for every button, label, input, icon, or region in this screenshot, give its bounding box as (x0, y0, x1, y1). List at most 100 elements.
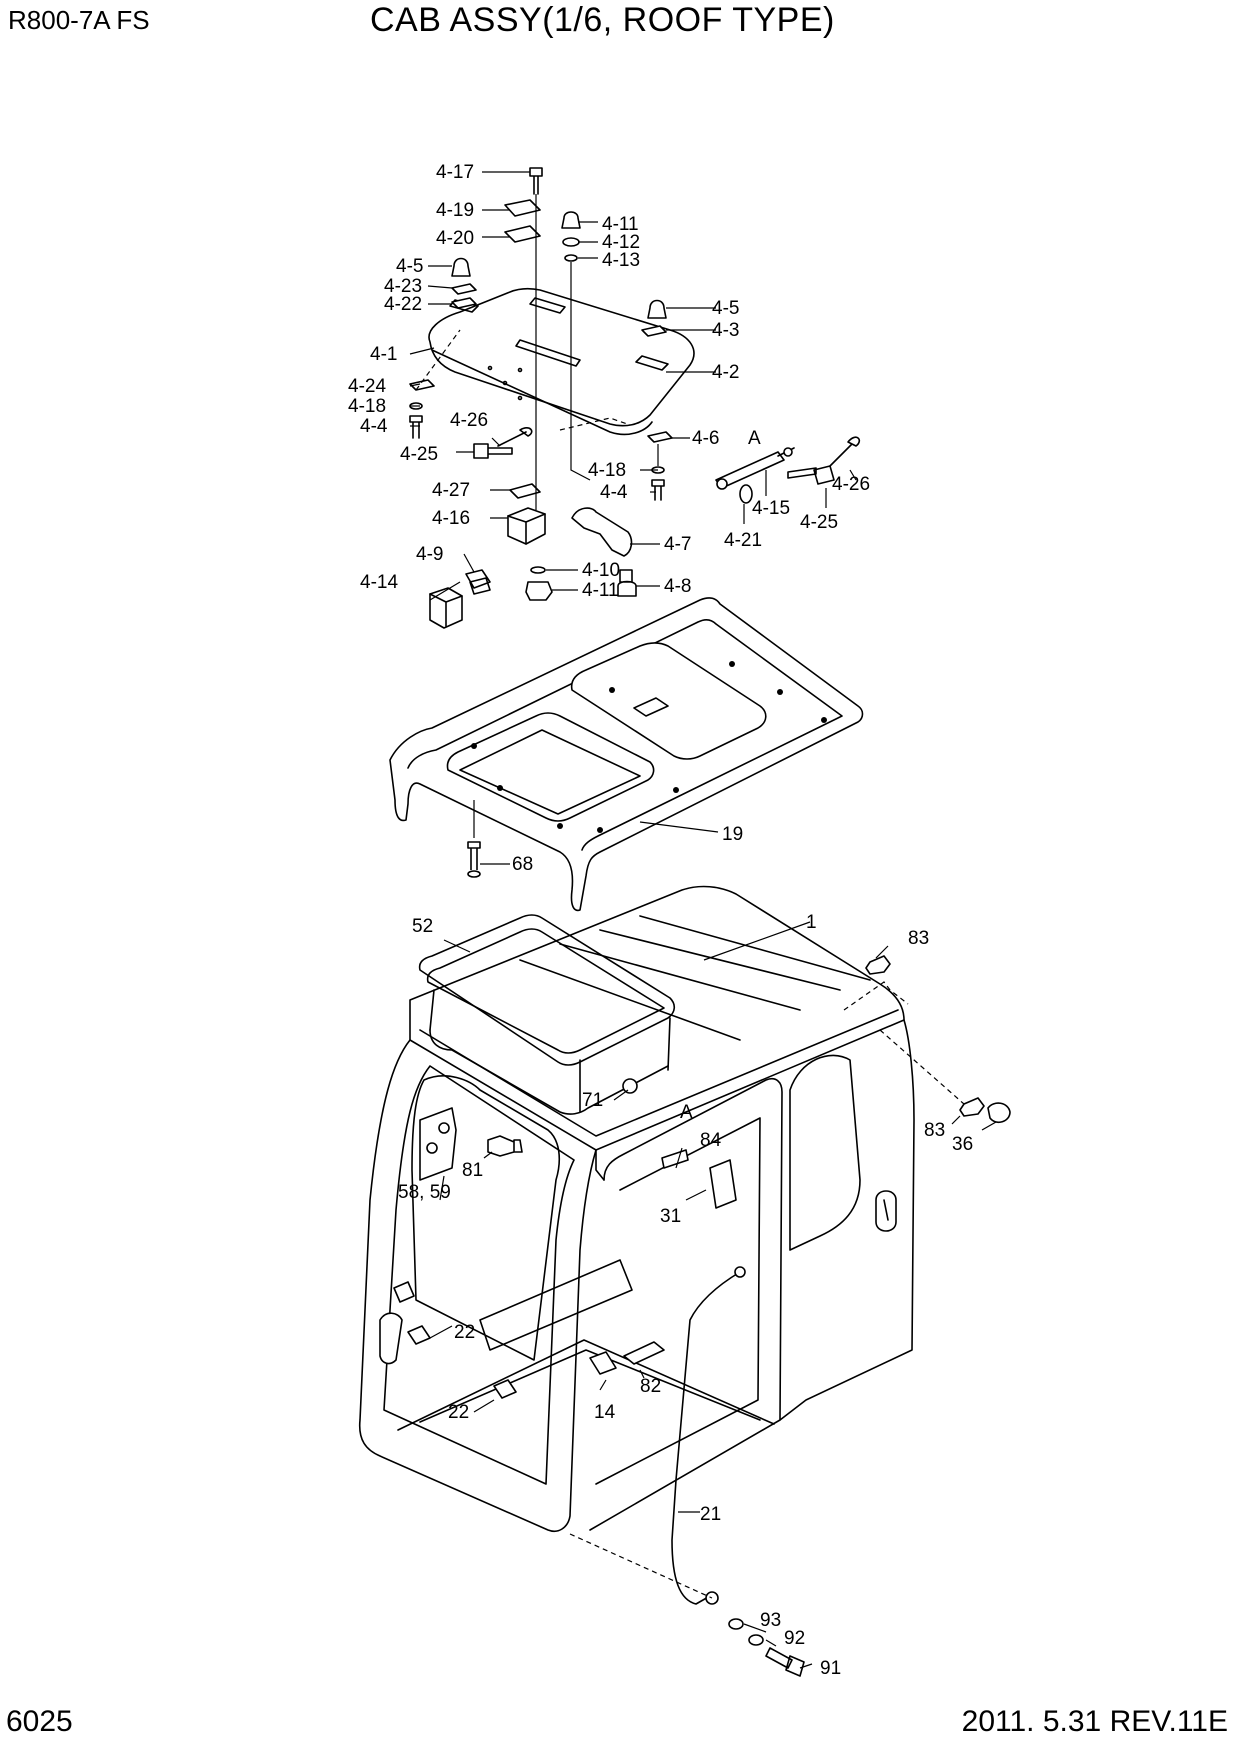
callout-4-16: 4-16 (432, 508, 470, 529)
callout-4-9: 4-9 (416, 544, 443, 565)
cap-nut-4-5b (647, 299, 667, 319)
callout-4-25b: 4-25 (800, 512, 838, 533)
plate-14 (589, 1351, 617, 1375)
callout-4-20: 4-20 (436, 228, 474, 249)
latch-31 (709, 1159, 737, 1209)
callout-4-2: 4-2 (712, 362, 739, 383)
callout-93: 93 (760, 1610, 781, 1631)
callout-A: A (748, 428, 761, 449)
callout-4-27: 4-27 (432, 480, 470, 501)
callout-58-59: 58, 59 (398, 1182, 451, 1203)
callout-4-18: 4-18 (348, 396, 386, 417)
callout-14: 14 (594, 1402, 616, 1423)
bolt-84 (661, 1149, 689, 1169)
callout-4-10: 4-10 (582, 560, 620, 581)
leader-lines (409, 171, 997, 1669)
handrail-52 (418, 914, 676, 1115)
bolt-4-9 (465, 569, 491, 595)
bolt-91 (765, 1647, 805, 1677)
nut-83b (959, 1097, 985, 1117)
part-22b (493, 1379, 517, 1399)
callout-4-3: 4-3 (712, 320, 739, 341)
callout-83: 83 (908, 928, 929, 949)
callout-4-18b: 4-18 (588, 460, 626, 481)
hatch-opening (570, 642, 767, 760)
callout-4-7: 4-7 (664, 534, 691, 555)
callout-4-11b: 4-11 (582, 580, 619, 601)
callout-52: 52 (412, 916, 433, 937)
plate-4-6 (647, 431, 673, 443)
callout-4-6: 4-6 (692, 428, 719, 449)
screw-4-17 (529, 167, 543, 195)
callout-4-14: 4-14 (360, 572, 398, 593)
callout-4-21: 4-21 (724, 530, 762, 551)
plate-4-3 (641, 325, 667, 337)
callout-68: 68 (512, 854, 533, 875)
washer-4-10 (530, 566, 546, 574)
roof-hatch-assembly (409, 167, 861, 629)
callout-4-4b: 4-4 (600, 482, 628, 503)
callout-4-22: 4-22 (384, 294, 422, 315)
callout-22b: 22 (448, 1402, 469, 1423)
plate-4-27 (509, 483, 541, 499)
callout-31: 31 (660, 1206, 681, 1227)
page-number: 6025 (6, 1705, 73, 1738)
plate-4-22 (451, 297, 477, 309)
pin-4-25b (787, 465, 835, 485)
callout-4-19: 4-19 (436, 200, 474, 221)
callout-84: 84 (700, 1130, 722, 1151)
callout-19: 19 (722, 824, 743, 845)
roof-panel-19 (389, 597, 864, 912)
washer-93 (728, 1618, 744, 1630)
washer-4-13 (564, 254, 578, 262)
callout-4-26b: 4-26 (832, 474, 870, 495)
part-22a (407, 1325, 431, 1345)
page-title: CAB ASSY(1/6, ROOF TYPE) (370, 1, 835, 39)
callout-71: 71 (582, 1090, 603, 1111)
callout-91: 91 (820, 1658, 841, 1679)
callout-4-25: 4-25 (400, 444, 438, 465)
callout-4-4: 4-4 (360, 416, 388, 437)
washer-4-21 (739, 484, 753, 504)
callout-4-5b: 4-5 (712, 298, 739, 319)
bolt-82 (623, 1341, 665, 1365)
nut-4-11b (525, 581, 553, 601)
plate-4-19 (504, 199, 541, 217)
callout-4-17: 4-17 (436, 162, 474, 183)
callout-4-13: 4-13 (602, 250, 640, 271)
callout-4-12: 4-12 (602, 232, 640, 253)
screw-68 (467, 841, 481, 870)
callout-36: 36 (952, 1134, 973, 1155)
callout-labels: 4-17 4-19 4-20 4-11 4-12 4-13 4-5 4-23 4… (348, 162, 973, 1679)
callout-A2: A (680, 1102, 693, 1123)
lanyard-4-26b (829, 436, 861, 467)
callout-83b: 83 (924, 1120, 945, 1141)
callout-81: 81 (462, 1160, 483, 1181)
callout-22: 22 (454, 1322, 475, 1343)
callout-4-15: 4-15 (752, 498, 790, 519)
washer-4-12 (562, 237, 580, 247)
bolt-81 (487, 1135, 523, 1157)
callout-82: 82 (640, 1376, 661, 1397)
callout-4-1: 4-1 (370, 344, 397, 365)
callout-1: 1 (806, 912, 817, 933)
callout-4-5: 4-5 (396, 256, 423, 277)
lanyard-4-26a (497, 427, 533, 447)
callout-4-26: 4-26 (450, 410, 488, 431)
pin-4-25a (473, 443, 513, 459)
date-revision: 2011. 5.31 REV.11E (961, 1705, 1228, 1738)
plate-4-20 (504, 225, 541, 243)
screw-4-4b (651, 479, 665, 501)
nut-83a (865, 955, 891, 975)
bracket-58-59 (419, 1107, 457, 1181)
callout-4-24: 4-24 (348, 376, 386, 397)
bolt-4-8 (617, 569, 637, 597)
cap-nut-4-11 (561, 211, 581, 229)
callout-4-23: 4-23 (384, 276, 422, 297)
hatch-plate (428, 287, 695, 427)
model-code: R800-7A FS (8, 5, 150, 35)
part-71 (622, 1078, 638, 1094)
screw-4-4a (409, 415, 423, 439)
cab-body-1 (358, 885, 1011, 1532)
